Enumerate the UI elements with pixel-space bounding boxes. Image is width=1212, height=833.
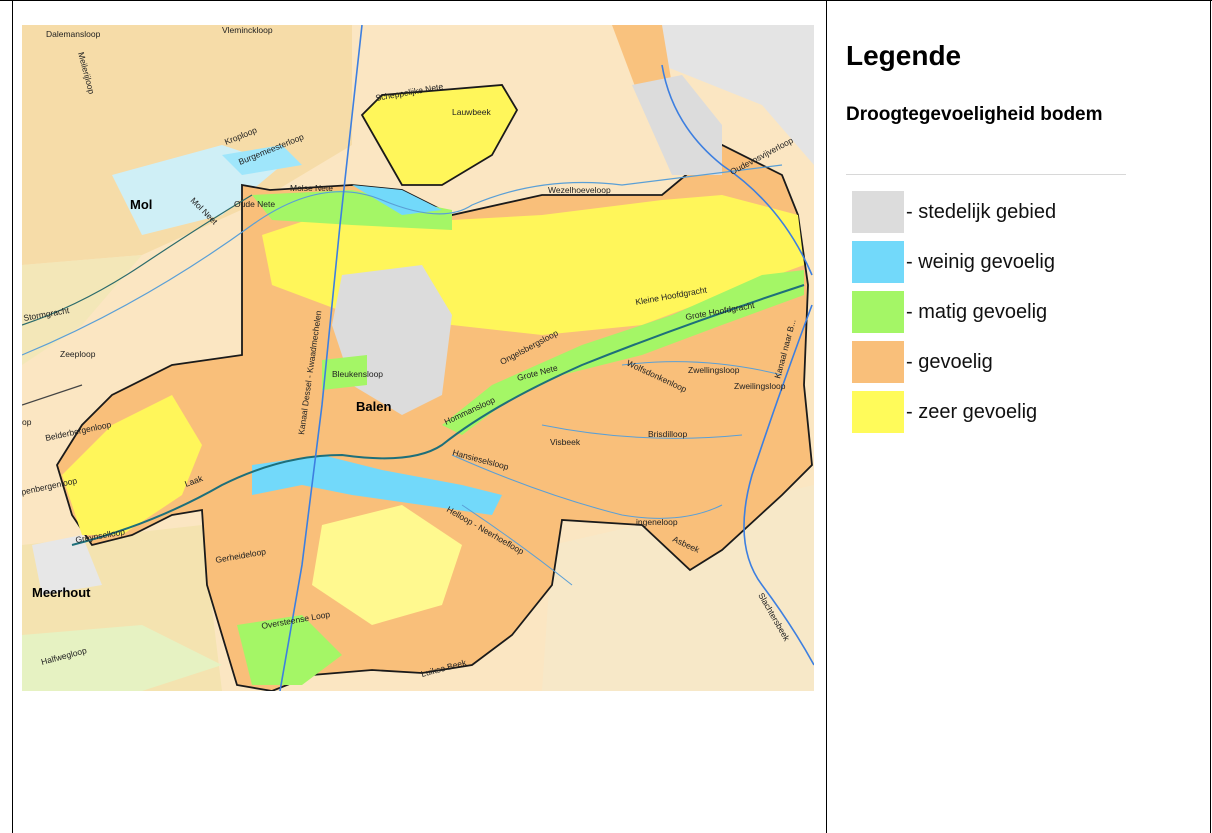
zone-matig-gevoelig-nete	[442, 270, 804, 435]
town-label-meerhout: Meerhout	[32, 585, 91, 600]
river-molse-nete	[22, 164, 783, 356]
zone-zeer-gevoelig-south	[312, 505, 462, 625]
legend-item-zeer-gevoelig: - zeer gevoelig	[852, 391, 1056, 441]
label-brisdilloop: Brisdilloop	[648, 429, 687, 439]
legend-list: - stedelijk gebied - weinig gevoelig - m…	[852, 191, 1056, 441]
canal-north-east	[661, 64, 813, 276]
label-wezelhoeveloop: Wezelhoeveloop	[548, 185, 611, 195]
outside-area-north-west	[22, 25, 352, 265]
frame-middle-border	[826, 0, 827, 833]
label-op: op	[22, 417, 32, 427]
canal-dessel-kwaadmechelen	[279, 25, 363, 691]
town-label-balen: Balen	[356, 399, 391, 414]
river-visbeek	[541, 424, 743, 439]
label-visbeek: Visbeek	[550, 437, 581, 447]
outside-urban-north-east	[622, 25, 814, 165]
outside-area-south-green	[22, 625, 222, 691]
outside-urban-meerhout	[32, 535, 102, 595]
frame-top-border	[0, 0, 1212, 1]
legend-subtitle: Droogtegevoeligheid bodem	[846, 104, 1103, 125]
legend-item-matig-gevoelig: - matig gevoelig	[852, 291, 1056, 341]
legend-swatch	[852, 291, 904, 333]
label-dalemansloop: Dalemansloop	[46, 29, 101, 39]
map-panel[interactable]: Mol Balen Meerhout Dalemansloop Meilerij…	[22, 25, 814, 691]
label-bleukensloop: Bleukensloop	[332, 369, 383, 379]
zone-weinig-gevoelig-mol	[222, 145, 302, 175]
town-label-mol: Mol	[130, 197, 152, 212]
legend-item-label: - matig gevoelig	[906, 301, 1048, 323]
legend-swatch	[852, 341, 904, 383]
zone-weinig-gevoelig-north	[352, 185, 442, 215]
legend-item-gevoelig: - gevoelig	[852, 341, 1056, 391]
legend-item-weinig-gevoelig: - weinig gevoelig	[852, 241, 1056, 291]
legend-item-label: - zeer gevoelig	[906, 401, 1038, 423]
label-zeeploop: Zeeploop	[60, 349, 96, 359]
label-ingeneloop: ingeneloop	[636, 517, 678, 527]
zone-matig-gevoelig-south	[237, 615, 342, 685]
legend-item-stedelijk-gebied: - stedelijk gebied	[852, 191, 1056, 241]
zone-zeer-gevoelig-west	[62, 395, 202, 535]
label-zwellingsloop: Zwellingsloop	[688, 365, 740, 375]
legend-title: Legende	[846, 40, 962, 71]
lauwbeek-lobe	[360, 84, 519, 186]
label-zweilingsloop: Zweilingsloop	[734, 381, 786, 391]
legend-swatch	[852, 191, 904, 233]
outside-area-west	[22, 255, 142, 365]
river-grote-nete	[71, 284, 805, 546]
outside-area-south-east	[542, 485, 814, 691]
legend-item-label: - gevoelig	[906, 351, 993, 373]
legend-item-label: - stedelijk gebied	[906, 201, 1057, 223]
zone-matig-gevoelig-center	[322, 355, 367, 390]
river-helloop	[461, 504, 573, 586]
canal-naar-beverlo	[743, 304, 814, 666]
label-vleminckloop: Vleminckloop	[222, 25, 273, 35]
label-lauwbeek: Lauwbeek	[452, 107, 492, 117]
map-canvas[interactable]: Mol Balen Meerhout Dalemansloop Meilerij…	[22, 25, 814, 691]
river-zwellingsloop	[621, 361, 783, 376]
legend-divider	[846, 174, 1126, 175]
frame-left-border	[12, 0, 13, 833]
legend-item-label: - weinig gevoelig	[906, 251, 1055, 273]
river-hansieselsloop	[451, 454, 723, 519]
label-molse-nete: Molse Nete	[290, 183, 333, 193]
legend-swatch	[852, 391, 904, 433]
legend-swatch	[852, 241, 904, 283]
boundary-west	[22, 384, 83, 406]
frame-right-border	[1210, 0, 1211, 833]
boundary-mol	[22, 194, 253, 326]
zone-stedelijk-north-east	[632, 75, 722, 175]
label-oude-nete: Oude Nete	[234, 199, 275, 209]
